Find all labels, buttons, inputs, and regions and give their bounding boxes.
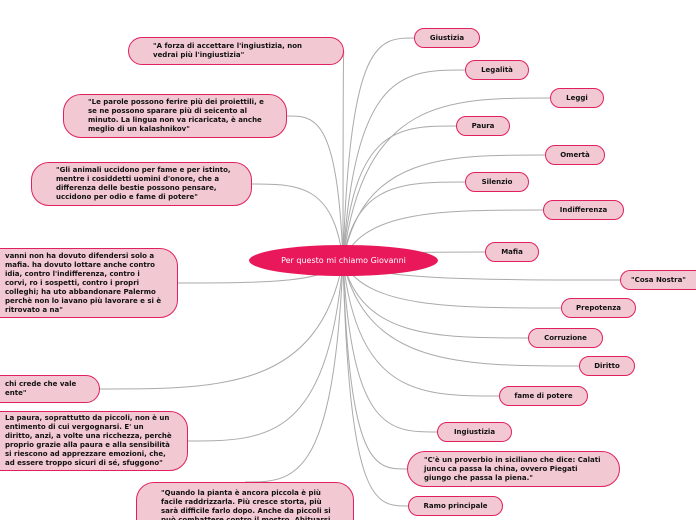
node-label: "A forza di accettare l'ingiustizia, non… bbox=[153, 42, 303, 59]
connector-line bbox=[251, 183, 344, 262]
connector-line bbox=[342, 260, 409, 507]
connector-line bbox=[342, 260, 408, 470]
connector-line bbox=[342, 154, 546, 262]
node-fame-di-potere[interactable]: fame di potere bbox=[499, 386, 588, 406]
node-label: Ramo principale bbox=[423, 501, 488, 510]
connector-line bbox=[342, 37, 415, 262]
connector-line bbox=[342, 260, 500, 397]
connector-line bbox=[342, 97, 551, 262]
node-label: Giustizia bbox=[429, 33, 465, 42]
quote-animali-uccidono[interactable]: "Gli animali uccidono per fame e per ist… bbox=[31, 162, 252, 206]
quote-giovanni-difendersi[interactable]: vanni non ha dovuto difendersi solo a ma… bbox=[0, 248, 178, 318]
node-diritto[interactable]: Diritto bbox=[579, 356, 635, 376]
node-label: Leggi bbox=[566, 93, 588, 102]
node-corruzione[interactable]: Corruzione bbox=[528, 328, 603, 348]
node-omerta[interactable]: Omertà bbox=[545, 145, 605, 165]
connector-line bbox=[342, 260, 438, 433]
connector-line bbox=[187, 260, 344, 442]
central-topic-label: Per questo mi chiamo Giovanni bbox=[281, 256, 406, 265]
connector-line bbox=[244, 260, 344, 483]
connector-line bbox=[342, 125, 457, 262]
node-legalita[interactable]: Legalità bbox=[465, 60, 529, 80]
connector-line bbox=[342, 260, 562, 309]
node-label: vanni non ha dovuto difendersi solo a ma… bbox=[5, 251, 162, 314]
central-topic[interactable]: Per questo mi chiamo Giovanni bbox=[249, 245, 438, 276]
node-label: Paura bbox=[471, 121, 495, 130]
node-mafia[interactable]: Mafia bbox=[485, 242, 539, 262]
quote-parole-proiettili[interactable]: "Le parole possono ferire più dei proiet… bbox=[63, 94, 287, 138]
connector-line bbox=[99, 260, 344, 390]
node-label: fame di potere bbox=[514, 391, 573, 400]
node-label: Mafia bbox=[501, 247, 523, 256]
node-silenzio[interactable]: Silenzio bbox=[465, 172, 529, 192]
quote-accettare-ingiustizia[interactable]: "A forza di accettare l'ingiustizia, non… bbox=[128, 37, 344, 65]
node-cosa-nostra[interactable]: "Cosa Nostra" bbox=[620, 270, 696, 290]
node-indifferenza[interactable]: Indifferenza bbox=[543, 200, 624, 220]
connector-line bbox=[286, 115, 344, 262]
node-label: Ingiustizia bbox=[453, 427, 496, 436]
quote-pianta-piccola[interactable]: "Quando la pianta è ancora piccola è più… bbox=[136, 482, 354, 520]
quote-paura-diritto[interactable]: La paura, soprattutto da piccoli, non è … bbox=[0, 411, 188, 471]
node-label: Diritto bbox=[594, 361, 620, 370]
node-proverbio[interactable]: "C'è un proverbio in siciliano che dice:… bbox=[407, 451, 620, 487]
node-label: "Quando la pianta è ancora piccola è più… bbox=[161, 489, 331, 520]
node-label: Corruzione bbox=[544, 333, 587, 342]
connector-line bbox=[342, 181, 466, 262]
node-label: Omertà bbox=[560, 150, 590, 159]
node-label: Silenzio bbox=[481, 177, 513, 186]
node-label: "Gli animali uccidono per fame e per ist… bbox=[56, 166, 231, 201]
node-label: "Le parole possono ferire più dei proiet… bbox=[88, 98, 264, 133]
node-ingiustizia[interactable]: Ingiustizia bbox=[437, 422, 512, 442]
node-label: "Cosa Nostra" bbox=[631, 275, 686, 284]
node-label: "C'è un proverbio in siciliano che dice:… bbox=[424, 455, 601, 482]
connector-line bbox=[342, 209, 544, 262]
connector-line bbox=[342, 260, 529, 339]
quote-chi-crede[interactable]: chi crede che vale ente" bbox=[0, 375, 100, 403]
node-label: La paura, soprattutto da piccoli, non è … bbox=[5, 414, 172, 467]
node-label: Legalità bbox=[481, 65, 513, 74]
node-ramo-principale[interactable]: Ramo principale bbox=[408, 496, 503, 516]
node-label: chi crede che vale ente" bbox=[5, 380, 77, 397]
node-prepotenza[interactable]: Prepotenza bbox=[561, 298, 636, 318]
node-giustizia[interactable]: Giustizia bbox=[414, 28, 480, 48]
connector-line bbox=[342, 260, 580, 367]
node-label: Prepotenza bbox=[575, 303, 622, 312]
connector-line bbox=[342, 69, 466, 262]
node-label: Indifferenza bbox=[559, 205, 608, 214]
node-leggi[interactable]: Leggi bbox=[550, 88, 604, 108]
node-paura[interactable]: Paura bbox=[456, 116, 510, 136]
